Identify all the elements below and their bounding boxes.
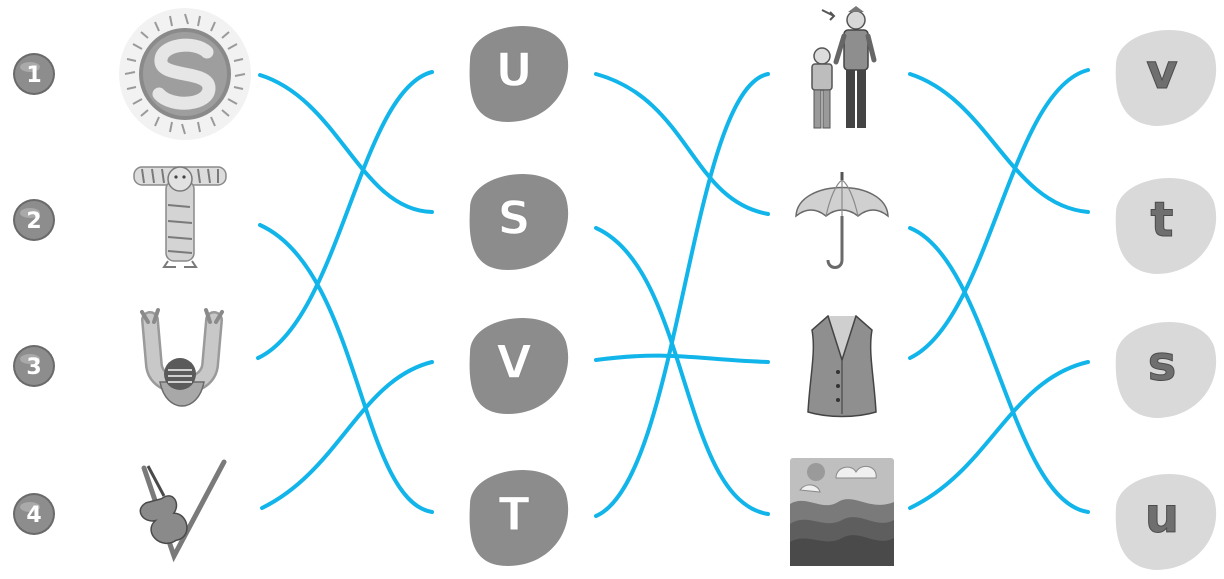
link-sea-to-s [908,360,1090,510]
uppercase-letter: U [495,43,532,97]
uppercase-letter: T [498,487,530,541]
number-label: 4 [26,503,41,528]
lowercase-stone-u: u [1115,474,1217,570]
lowercase-letter: s [1148,336,1177,392]
uppercase-stone-v: V [469,318,569,414]
uppercase-stone-t: T [469,470,569,566]
connecting-lines [256,68,1090,518]
umpire-letter-u-icon [140,308,224,407]
uppercase-stone-s: S [469,174,569,270]
number-badge-1: 1 [13,53,55,95]
number-label: 1 [26,63,41,88]
lowercase-letter: u [1145,488,1179,544]
number-label: 2 [26,209,41,234]
uppercase-letter: S [497,191,530,245]
link-u-to-umbrella [594,72,770,216]
link-umbrella-to-u [908,226,1090,514]
lowercase-stone-t: t [1115,178,1217,274]
link-2-t-to-t [258,223,434,514]
link-t-to-tall [594,72,770,518]
violin-letter-v-icon [139,459,227,563]
number-label: 3 [26,355,41,380]
tiger-letter-t-icon [133,166,227,268]
vest-icon [807,315,877,418]
link-vest-to-v [908,68,1090,360]
lowercase-stone-v: v [1115,30,1217,126]
number-badge-4: 4 [13,493,55,535]
lowercase-letter: t [1151,192,1174,248]
lowercase-stone-s: s [1115,322,1217,418]
uppercase-letter: V [496,335,532,389]
sea-icon [790,458,894,566]
number-badge-2: 2 [13,199,55,241]
link-3-u-to-u [256,70,434,360]
uppercase-stone-u: U [469,26,569,122]
umbrella-icon [795,172,889,269]
number-badge-3: 3 [13,345,55,387]
link-4-v-to-v [260,360,434,510]
link-s-to-sea [594,226,770,516]
tall-man-and-boy-icon [811,6,877,129]
sun-letter-s-icon [119,8,251,140]
link-tall-to-t [908,72,1090,214]
link-1-s-to-s [258,73,434,214]
lowercase-letter: v [1146,44,1177,100]
link-v-to-vest [594,353,770,364]
